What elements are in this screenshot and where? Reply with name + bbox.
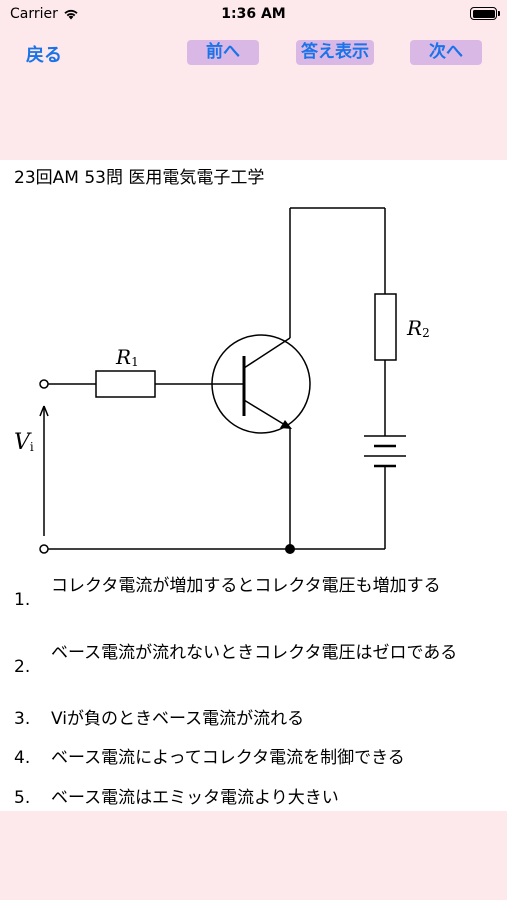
choice-number: 3. bbox=[14, 709, 31, 729]
navigation-bar: 戻る 前へ 答え表示 次へ bbox=[0, 38, 507, 68]
carrier-label: Carrier bbox=[10, 6, 58, 22]
status-bar: Carrier 1:36 AM bbox=[0, 0, 507, 28]
input-terminal-top bbox=[39, 379, 49, 389]
choice-number: 5. bbox=[14, 788, 31, 808]
choice-number: 2. bbox=[14, 657, 31, 677]
transistor-symbol bbox=[211, 334, 311, 434]
choice-number: 4. bbox=[14, 748, 31, 768]
input-terminal-bottom bbox=[39, 544, 49, 554]
r1-label: R1 bbox=[115, 345, 139, 369]
status-time: 1:36 AM bbox=[221, 6, 286, 22]
junction-dot bbox=[285, 544, 295, 554]
show-answer-button[interactable]: 答え表示 bbox=[296, 40, 374, 65]
resistor-r1 bbox=[95, 370, 156, 398]
choice-text: ベース電流はエミッタ電流より大きい bbox=[51, 788, 339, 808]
choice-text: コレクタ電流が増加するとコレクタ電圧も増加する bbox=[51, 576, 441, 596]
resistor-r2 bbox=[374, 293, 397, 361]
vi-label: Vi bbox=[14, 430, 34, 455]
question-title: 23回AM 53問 医用電気電子工学 bbox=[14, 168, 265, 188]
wifi-icon bbox=[64, 9, 78, 20]
carrier-info: Carrier bbox=[10, 6, 79, 22]
choice-text: ベース電流が流れないときコレクタ電圧はゼロである bbox=[51, 643, 458, 663]
back-button[interactable]: 戻る bbox=[26, 45, 62, 66]
r2-label: R2 bbox=[406, 316, 430, 340]
choice-number: 1. bbox=[14, 590, 31, 610]
choice-text: ベース電流によってコレクタ電流を制御できる bbox=[51, 748, 405, 768]
next-button[interactable]: 次へ bbox=[410, 40, 482, 65]
circuit-diagram: R1 R2 Vi bbox=[14, 207, 430, 554]
question-content: 23回AM 53問 医用電気電子工学 bbox=[0, 160, 507, 811]
choice-text: Viが負のときベース電流が流れる bbox=[51, 709, 305, 729]
prev-button[interactable]: 前へ bbox=[187, 40, 259, 65]
battery-icon bbox=[470, 7, 500, 20]
